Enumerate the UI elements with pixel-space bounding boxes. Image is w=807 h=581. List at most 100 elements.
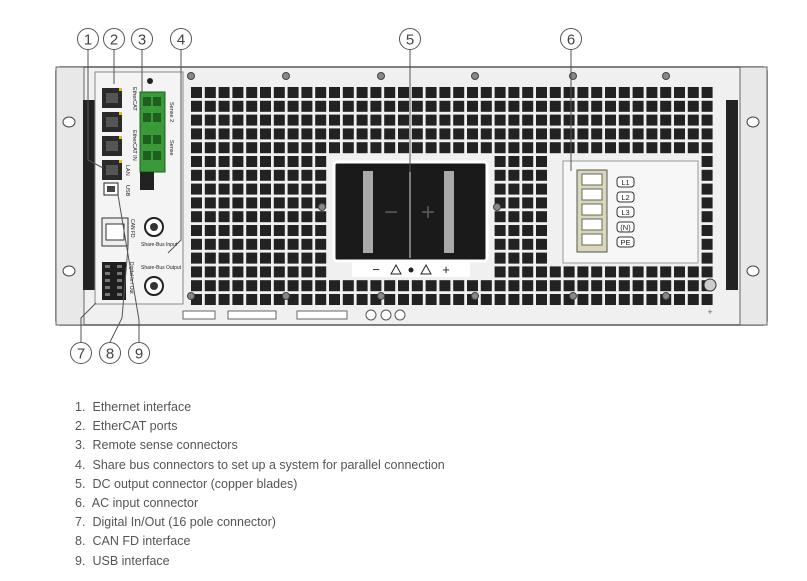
- vent-hole: [398, 87, 409, 98]
- ac-terminal-label-box: [616, 236, 635, 248]
- vent-hole: [467, 87, 478, 98]
- vent-hole: [301, 225, 313, 236]
- vent-hole: [687, 114, 699, 126]
- vent-hole: [204, 294, 216, 305]
- vent-hole: [522, 197, 534, 209]
- vent-hole: [494, 142, 506, 154]
- vent-hole: [287, 238, 299, 250]
- vent-hole: [591, 128, 603, 140]
- vent-hole: [218, 114, 230, 126]
- vent-hole: [370, 100, 382, 112]
- vent-hole: [204, 156, 216, 167]
- vent-hole: [218, 87, 230, 98]
- knockout-hole: [394, 309, 406, 321]
- vent-hole: [232, 266, 244, 278]
- ethercat-in-label: EtherCAT IN: [131, 130, 137, 161]
- vent-hole: [549, 87, 561, 98]
- vent-hole: [260, 156, 271, 167]
- vent-hole: [577, 294, 589, 305]
- vent-hole: [701, 197, 713, 209]
- vent-hole: [329, 280, 340, 292]
- mounting-hole: [62, 116, 76, 128]
- ac-terminal-label-box: [616, 176, 635, 188]
- vent-hole: [260, 211, 271, 223]
- vent-hole: [536, 197, 547, 209]
- sense-label: Sense: [168, 140, 174, 156]
- vent-hole: [260, 114, 271, 126]
- vent-hole: [522, 183, 534, 195]
- vent-hole: [260, 87, 271, 98]
- vent-hole: [246, 128, 258, 140]
- vent-hole: [494, 169, 506, 181]
- vent-hole: [204, 252, 216, 264]
- vent-hole: [536, 169, 547, 181]
- screw: [493, 203, 501, 211]
- vent-hole: [494, 197, 506, 209]
- vent-hole: [674, 87, 685, 98]
- vent-hole: [301, 128, 313, 140]
- legend-item: 9. USB interface: [75, 553, 170, 568]
- vent-hole: [605, 100, 616, 112]
- legend-list: 1. Ethernet interface 2. EtherCAT ports …: [75, 398, 445, 571]
- vent-hole: [522, 238, 534, 250]
- vent-hole: [563, 266, 575, 278]
- vent-hole: [232, 225, 244, 236]
- digital-io-label: Digital In / Out: [128, 262, 134, 294]
- vent-hole: [329, 100, 340, 112]
- ac-terminal-label: L1: [621, 178, 629, 187]
- vent-hole: [218, 100, 230, 112]
- legend-item: 7. Digital In/Out (16 pole connector): [75, 515, 276, 530]
- vent-hole: [605, 128, 616, 140]
- vent-hole: [508, 114, 520, 126]
- ground-stud: [703, 278, 717, 292]
- vent-hole: [467, 128, 478, 140]
- vent-hole: [329, 114, 340, 126]
- callout-1: 1: [84, 32, 92, 49]
- vent-hole: [467, 100, 478, 112]
- screw: [377, 292, 385, 300]
- vent-hole: [453, 100, 465, 112]
- vent-hole: [687, 128, 699, 140]
- vent-hole: [356, 128, 368, 140]
- polarity-plus-symbol: +: [442, 262, 450, 277]
- vent-hole: [605, 294, 616, 305]
- vent-hole: [646, 87, 658, 98]
- vent-hole: [315, 238, 327, 250]
- share-bus-input-label: Share-Bus Input: [141, 242, 178, 248]
- vent-hole: [287, 142, 299, 154]
- callout-3: 3: [138, 32, 146, 49]
- vent-hole: [411, 294, 423, 305]
- vent-hole: [494, 100, 506, 112]
- vent-hole: [315, 211, 327, 223]
- vent-hole: [577, 266, 589, 278]
- vent-hole: [591, 266, 603, 278]
- vent-hole: [384, 280, 396, 292]
- vent-hole: [591, 114, 603, 126]
- callout-2: 2: [110, 32, 118, 49]
- vent-hole: [674, 100, 685, 112]
- vent-hole: [301, 100, 313, 112]
- ac-terminal-label-box: [616, 191, 635, 203]
- rack-ear-right-bar: [726, 100, 738, 290]
- vent-hole: [549, 100, 561, 112]
- vent-hole: [260, 142, 271, 154]
- vent-hole: [632, 142, 644, 154]
- vent-hole: [701, 252, 713, 264]
- vent-hole: [246, 211, 258, 223]
- vent-hole: [522, 294, 534, 305]
- vent-hole: [522, 142, 534, 154]
- vent-hole: [687, 266, 699, 278]
- vent-hole: [370, 128, 382, 140]
- rear-panel-diagram: EtherCAT EtherCAT IN LAN USB Sense 2 Sen…: [55, 28, 768, 364]
- vent-hole: [218, 252, 230, 264]
- vent-hole: [494, 87, 506, 98]
- vent-hole: [494, 114, 506, 126]
- ground-plus-mark: +: [707, 307, 712, 317]
- vent-hole: [260, 225, 271, 236]
- vent-hole: [508, 238, 520, 250]
- knockout-hole: [380, 309, 392, 321]
- vent-hole: [246, 142, 258, 154]
- vent-hole: [218, 225, 230, 236]
- vent-hole: [549, 114, 561, 126]
- vent-hole: [273, 87, 285, 98]
